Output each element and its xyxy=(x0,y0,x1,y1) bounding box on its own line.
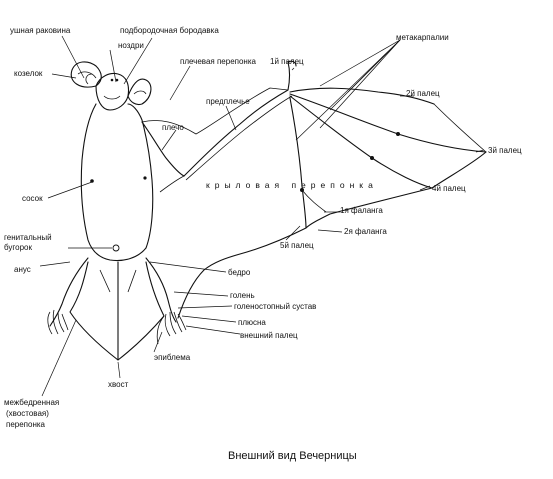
right-ear xyxy=(127,78,152,106)
label-genital-line1: генитальный xyxy=(4,233,52,242)
label-anus: анус xyxy=(14,265,31,274)
digit-2 xyxy=(289,87,435,105)
label-interfemoral-line2: (хвостовая) xyxy=(6,409,49,418)
label-shin: голень xyxy=(230,291,255,300)
label-phalanx-1: 1я фаланга xyxy=(340,206,383,215)
right-nipple xyxy=(143,176,147,180)
right-leg xyxy=(145,257,177,323)
left-tragus xyxy=(85,73,93,85)
interfemoral-membrane xyxy=(69,261,165,361)
label-digit-1: 1й палец xyxy=(270,57,304,66)
left-leg xyxy=(49,257,89,327)
label-shoulder-membrane: плечевая перепонка xyxy=(180,57,257,66)
label-epiblema: эпиблема xyxy=(154,353,191,362)
label-forearm: предплечье xyxy=(206,97,250,106)
epiblema-edge xyxy=(156,315,165,345)
upper-arm xyxy=(141,121,185,177)
label-tragus: козелок xyxy=(14,69,43,78)
figure-caption: Внешний вид Вечерницы xyxy=(228,450,357,462)
label-digit-4: 4й палец xyxy=(432,184,466,193)
label-metacarpals: метакарпалии xyxy=(396,33,449,42)
label-genital-line2: бугорок xyxy=(4,243,32,252)
propatagium xyxy=(141,87,289,135)
forearm xyxy=(183,89,289,177)
head xyxy=(95,72,130,111)
label-chin-wart: подбородочная бородавка xyxy=(120,26,219,35)
label-ankle: голеностопный сустав xyxy=(234,302,316,311)
label-interfemoral-line3: перепонка xyxy=(6,420,46,429)
label-wing-membrane: крыловая перепонка xyxy=(206,180,378,190)
left-ear xyxy=(70,61,102,88)
label-outer-toe: внешний палец xyxy=(240,331,298,340)
left-nipple xyxy=(90,179,94,183)
thumb xyxy=(287,60,297,91)
plagiopatagium xyxy=(159,175,185,193)
label-interfemoral-line1: межбедренная xyxy=(4,398,59,407)
label-ear: ушная раковина xyxy=(10,26,71,35)
genital-tubercle xyxy=(112,244,120,252)
right-foot xyxy=(164,311,187,337)
label-metatarsus: плюсна xyxy=(238,318,266,327)
leader-lines xyxy=(39,35,485,397)
label-thigh: бедро xyxy=(228,268,251,277)
digit-3 xyxy=(289,93,487,153)
label-nipple: сосок xyxy=(22,194,43,203)
digit-4 xyxy=(289,95,433,189)
labels: ушная раковина подбородочная бородавка н… xyxy=(4,26,522,429)
left-foot xyxy=(47,309,69,335)
bat-drawing xyxy=(47,60,487,361)
label-nostrils: ноздри xyxy=(118,41,144,50)
label-digit-2: 2й палец xyxy=(406,89,440,98)
label-tail: хвост xyxy=(108,380,129,389)
torso xyxy=(80,103,154,262)
label-digit-5: 5й палец xyxy=(280,241,314,250)
label-phalanx-2: 2я фаланга xyxy=(344,227,387,236)
label-digit-3: 3й палец xyxy=(488,146,522,155)
wing-membrane-edge xyxy=(177,151,487,319)
label-shoulder: плечо xyxy=(162,123,184,132)
digit-5 xyxy=(289,97,307,229)
